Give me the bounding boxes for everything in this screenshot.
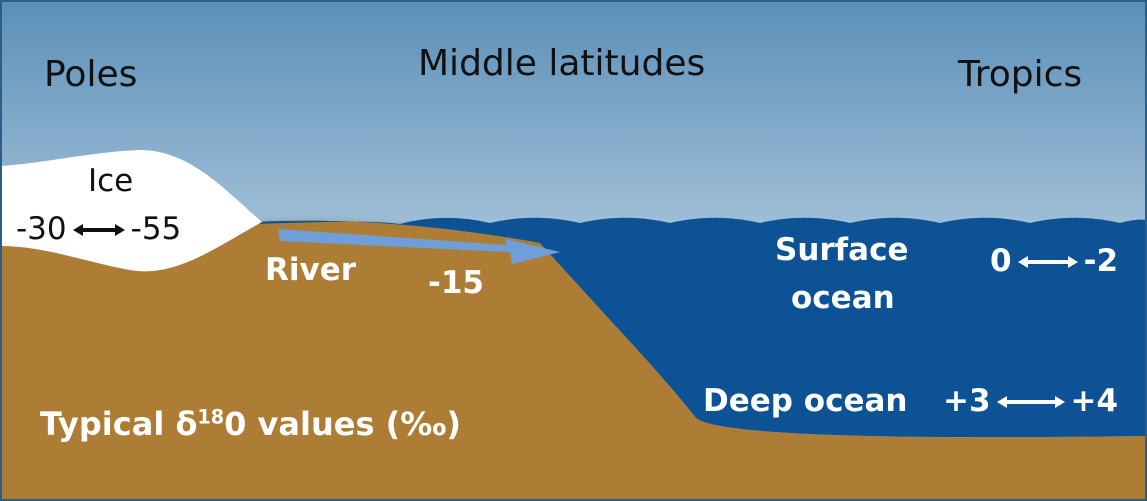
deep-ocean-value-range: +3 +4 bbox=[943, 386, 1118, 417]
middle-latitudes-label: Middle latitudes bbox=[418, 43, 706, 84]
double-arrow-icon bbox=[72, 223, 125, 236]
ice-min-value: -30 bbox=[16, 211, 67, 247]
surface-ocean-max-value: -2 bbox=[1083, 243, 1119, 279]
river-arrow bbox=[278, 229, 560, 264]
tropics-label: Tropics bbox=[958, 54, 1083, 95]
surface-ocean-min-value: 0 bbox=[990, 243, 1012, 279]
ice-cap bbox=[0, 150, 262, 272]
ice-value-range: -30 -55 bbox=[16, 214, 181, 245]
double-arrow-icon bbox=[996, 395, 1065, 408]
caption-delta: δ bbox=[175, 405, 198, 443]
caption-superscript: 18 bbox=[197, 405, 225, 429]
land bbox=[0, 220, 1147, 501]
poles-label: Poles bbox=[44, 54, 138, 95]
caption-prefix: Typical bbox=[40, 405, 176, 443]
river-value: -15 bbox=[428, 265, 485, 301]
surface-ocean-label-line2: ocean bbox=[791, 280, 895, 316]
ocean bbox=[250, 217, 1147, 438]
ice-label: Ice bbox=[88, 163, 134, 199]
deep-ocean-label: Deep ocean bbox=[703, 383, 908, 419]
surface-ocean-value-range: 0 -2 bbox=[990, 246, 1118, 277]
isotope-caption: Typical δ180 values (‰) bbox=[40, 405, 461, 443]
caption-suffix: 0 values (‰) bbox=[224, 405, 461, 443]
deep-ocean-max-value: +4 bbox=[1070, 383, 1119, 419]
deep-ocean-min-value: +3 bbox=[943, 383, 991, 419]
double-arrow-icon bbox=[1017, 255, 1078, 268]
ice-max-value: -55 bbox=[130, 211, 182, 247]
river-label: River bbox=[265, 252, 357, 288]
surface-ocean-label-line1: Surface bbox=[775, 232, 909, 268]
